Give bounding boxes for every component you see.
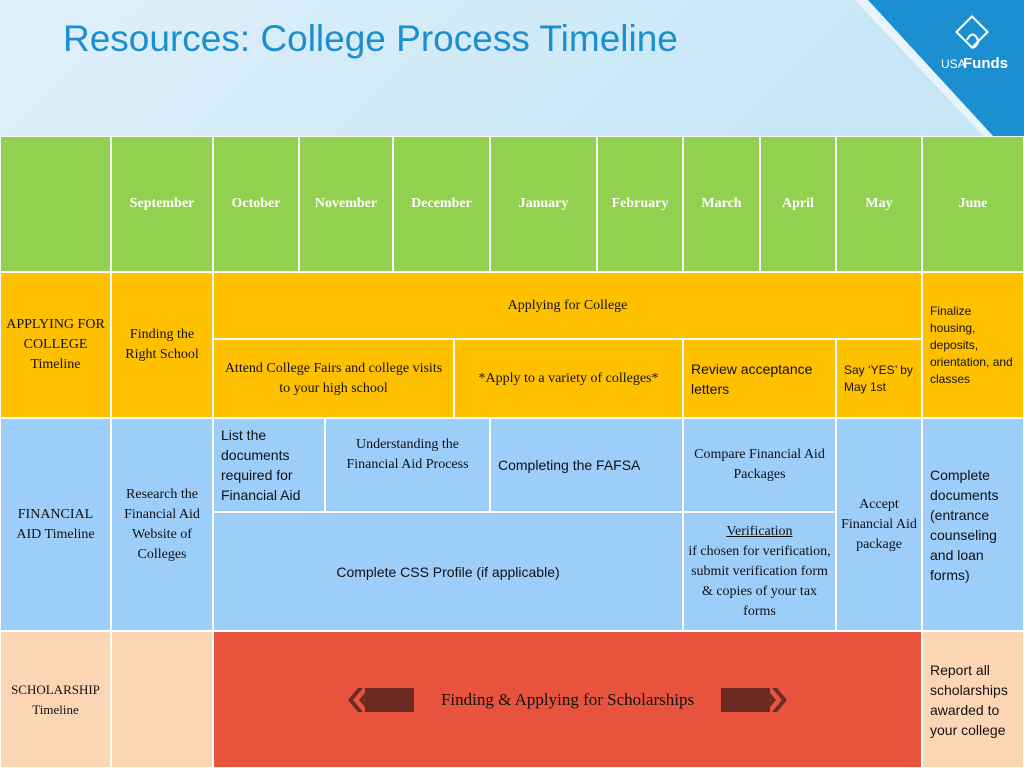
complete-documents: Complete documents (entrance counseling … [922, 418, 1024, 631]
research-financial-aid: Research the Financial Aid Website of Co… [111, 418, 213, 631]
row-label-financial: FINANCIAL AID Timeline [0, 418, 111, 631]
completing-fafsa: Completing the FAFSA [490, 418, 683, 512]
say-yes: Say ‘YES’ by May 1st [836, 339, 922, 418]
usafunds-logo: USA Funds [854, 0, 1024, 137]
review-acceptance-letters: Review acceptance letters [683, 339, 836, 418]
row-label-applying: APPLYING FOR COLLEGE Timeline [0, 272, 111, 418]
college-fairs: Attend College Fairs and college visits … [213, 339, 454, 418]
report-scholarships: Report all scholarships awarded to your … [922, 631, 1024, 768]
finding-scholarships: Finding & Applying for Scholarships [440, 689, 695, 709]
applying-for-college: Applying for College [213, 272, 922, 339]
verification-title: Verification [726, 523, 793, 539]
month-january: January [490, 136, 597, 272]
svg-text:Funds: Funds [963, 55, 1008, 72]
header-blank-cell [0, 136, 111, 272]
finding-right-school: Finding the Right School [111, 272, 213, 418]
month-october: October [213, 136, 299, 272]
svg-text:USA: USA [941, 57, 966, 71]
css-profile: Complete CSS Profile (if applicable) [213, 512, 683, 631]
month-april: April [760, 136, 836, 272]
row-label-scholarship: SCHOLARSHIP Timeline [0, 631, 111, 768]
verification-cell: Verification if chosen for verification,… [683, 512, 836, 631]
finalize-housing: Finalize housing, deposits, orientation,… [922, 272, 1024, 418]
scholarship-bar: Finding & Applying for Scholarships [213, 631, 922, 768]
month-march: March [683, 136, 760, 272]
verification-body: if chosen for verification, submit verif… [688, 543, 831, 619]
arrow-right-icon [721, 687, 788, 712]
arrow-left-icon [347, 687, 414, 712]
apply-variety: *Apply to a variety of colleges* [454, 339, 683, 418]
page-title: Resources: College Process Timeline [63, 18, 678, 59]
month-december: December [393, 136, 490, 272]
month-february: February [597, 136, 683, 272]
scholarship-blank-cell [111, 631, 213, 768]
accept-package: Accept Financial Aid package [836, 418, 922, 631]
month-may: May [836, 136, 922, 272]
month-june: June [922, 136, 1024, 272]
list-documents: List the documents required for Financia… [213, 418, 325, 512]
understanding-financial-aid: Understanding the Financial Aid Process [325, 418, 490, 512]
month-november: November [299, 136, 393, 272]
month-september: September [111, 136, 213, 272]
compare-packages: Compare Financial Aid Packages [683, 418, 836, 512]
